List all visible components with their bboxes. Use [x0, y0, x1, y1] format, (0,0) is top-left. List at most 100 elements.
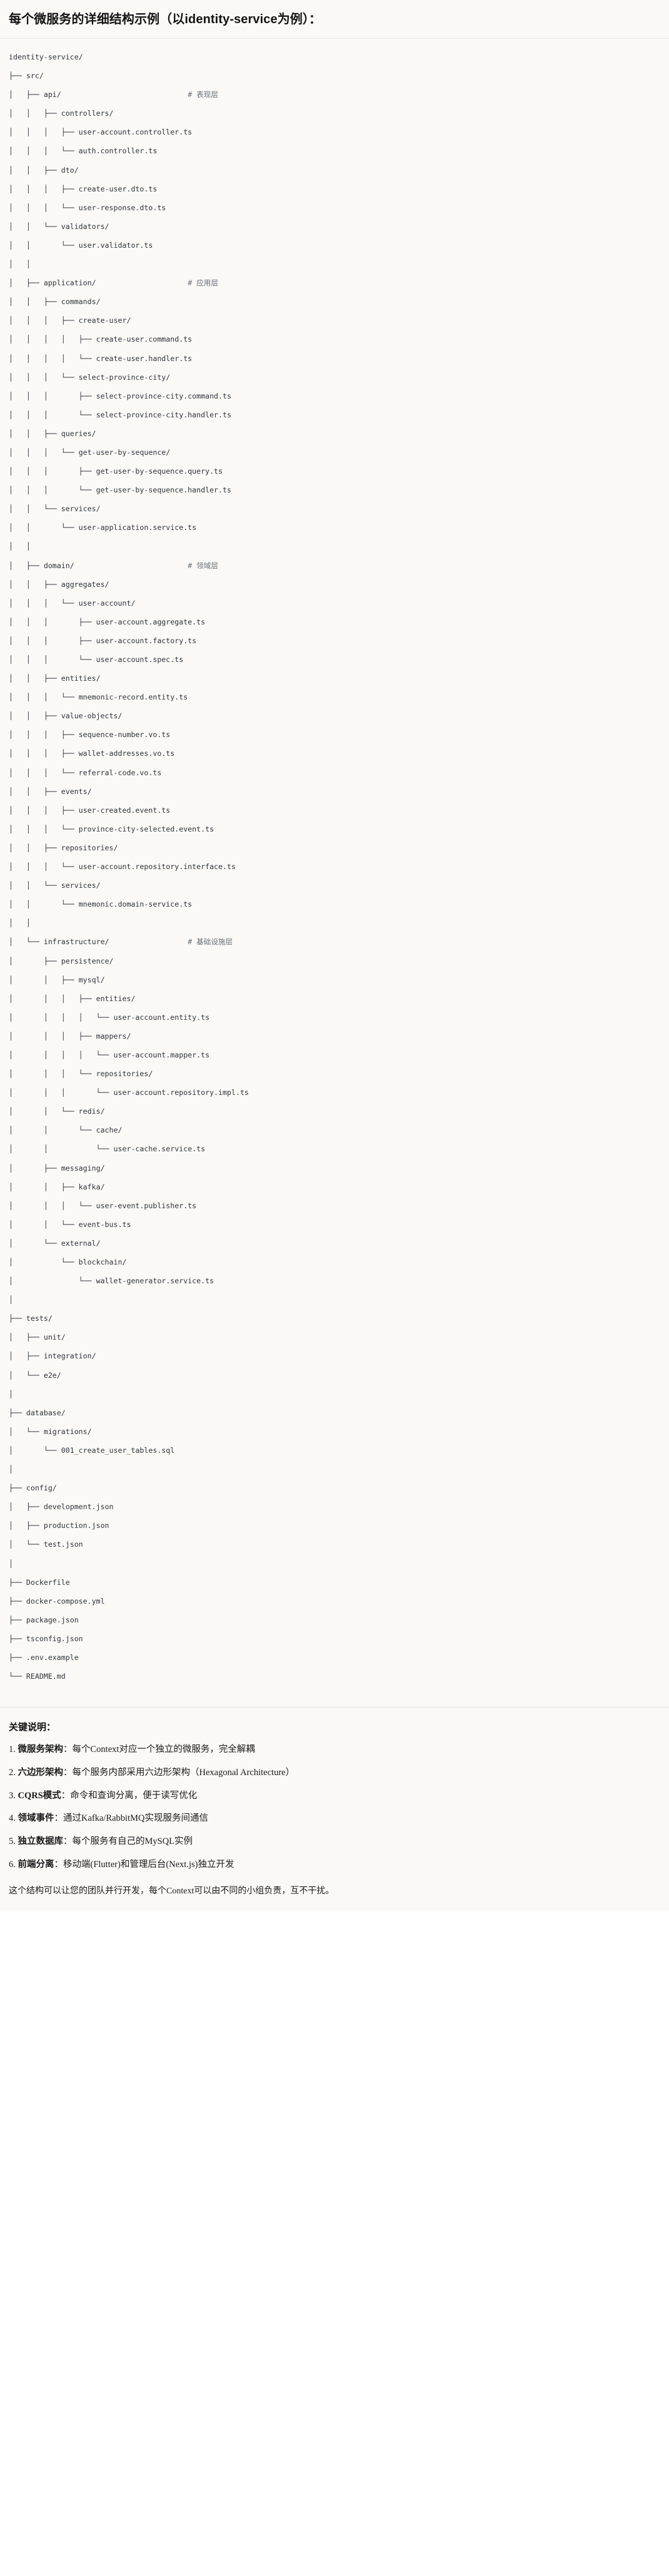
directory-tree: identity-service/ ├── src/ │ ├── api/ # … — [9, 53, 660, 1691]
tree-line-path: │ │ ├── events/ — [9, 787, 92, 796]
tree-line-path: │ │ ├── value-objects/ — [9, 711, 123, 721]
tree-line: │ └── wallet-generator.service.ts — [9, 1276, 660, 1286]
key-note-number: 3. — [9, 1790, 18, 1801]
tree-line: │ │ │ └── mnemonic-record.entity.ts — [9, 693, 660, 702]
tree-line: └── README.md — [9, 1672, 660, 1681]
tree-line-path: │ ├── production.json — [9, 1521, 109, 1530]
key-note-number: 2. — [9, 1767, 18, 1778]
tree-line-path: │ │ └── services/ — [9, 504, 101, 514]
tree-line: │ ├── development.json — [9, 1502, 660, 1512]
tree-line: │ │ │ └── get-user-by-sequence.handler.t… — [9, 486, 660, 495]
tree-line-path: ├── .env.example — [9, 1652, 79, 1662]
tree-line-path: │ — [9, 1389, 13, 1398]
tree-line: │ │ │ ├── wallet-addresses.vo.ts — [9, 749, 660, 758]
tree-line-path: │ └── e2e/ — [9, 1370, 61, 1380]
tree-line: ├── docker-compose.yml — [9, 1597, 660, 1606]
tree-line-path: │ — [9, 1559, 13, 1568]
tree-line: identity-service/ — [9, 53, 660, 62]
tree-line-path: │ │ ├── controllers/ — [9, 109, 114, 118]
key-note-term: 领域事件 — [18, 1813, 54, 1824]
tree-line: │ │ └── cache/ — [9, 1126, 660, 1135]
key-note-term: 前端分离 — [18, 1859, 54, 1870]
tree-line: │ └── 001_create_user_tables.sql — [9, 1446, 660, 1455]
key-note-number: 6. — [9, 1859, 18, 1870]
tree-line-path: │ │ │ ├── get-user-by-sequence.query.ts — [9, 467, 223, 476]
tree-line: │ │ ├── kafka/ — [9, 1183, 660, 1192]
page-root: 每个微服务的详细结构示例（以identity-service为例）： ident… — [0, 13, 669, 1896]
tree-line: │ │ ├── events/ — [9, 787, 660, 797]
tree-line-path: │ ├── api/ — [9, 90, 188, 99]
tree-line: │ └── blockchain/ — [9, 1258, 660, 1267]
tree-line-path: │ │ ├── repositories/ — [9, 843, 118, 852]
tree-line: │ │ │ └── user-event.publisher.ts — [9, 1201, 660, 1211]
tree-line: │ │ └── event-bus.ts — [9, 1220, 660, 1229]
tree-line: │ ├── integration/ — [9, 1352, 660, 1361]
tree-line-path: │ │ — [9, 260, 31, 269]
tree-line: │ ├── application/ # 应用层 — [9, 278, 660, 288]
tree-line-path: ├── docker-compose.yml — [9, 1596, 105, 1606]
tree-line-path: │ │ │ ├── mappers/ — [9, 1031, 131, 1041]
tree-line-path: │ ├── messaging/ — [9, 1163, 105, 1173]
tree-line-path: │ │ └── event-bus.ts — [9, 1219, 131, 1229]
tree-line: ├── Dockerfile — [9, 1578, 660, 1587]
key-note-description: ：每个Context对应一个独立的微服务，完全解耦 — [63, 1744, 255, 1755]
tree-line-path: ├── tests/ — [9, 1314, 53, 1323]
key-note-term: 独立数据库 — [18, 1836, 64, 1847]
tree-line: │ └── test.json — [9, 1540, 660, 1549]
tree-line: │ — [9, 1465, 660, 1474]
tree-line-path: │ — [9, 1295, 13, 1305]
tree-line-path: ├── database/ — [9, 1408, 66, 1417]
tree-line-path: │ │ │ └── user-account.repository.impl.t… — [9, 1088, 249, 1097]
tree-line: │ │ ├── value-objects/ — [9, 711, 660, 721]
tree-line: │ — [9, 1390, 660, 1399]
tree-line: │ │ └── redis/ — [9, 1107, 660, 1116]
tree-line-path: │ │ │ ├── user-account.controller.ts — [9, 128, 193, 137]
tree-line-path: ├── src/ — [9, 71, 44, 81]
tree-line-path: │ │ │ ├── entities/ — [9, 994, 136, 1003]
tree-line-path: │ ├── domain/ — [9, 561, 188, 570]
key-note-term: CQRS模式 — [18, 1790, 61, 1801]
tree-line: ├── tsconfig.json — [9, 1634, 660, 1644]
tree-line: │ │ │ └── auth.controller.ts — [9, 146, 660, 156]
tree-line: │ └── migrations/ — [9, 1427, 660, 1437]
tree-line: │ │ │ └── user-account/ — [9, 599, 660, 608]
tree-line: │ │ │ └── province-city-selected.event.t… — [9, 825, 660, 834]
tree-line: │ │ │ └── user-account.spec.ts — [9, 655, 660, 664]
key-note-description: ：每个服务内部采用六边形架构（Hexagonal Architecture） — [63, 1767, 295, 1778]
tree-line: │ │ ├── controllers/ — [9, 109, 660, 118]
tree-line-path: │ └── migrations/ — [9, 1427, 92, 1436]
tree-line-path: │ │ └── user-cache.service.ts — [9, 1144, 206, 1154]
tree-line: │ ├── unit/ — [9, 1333, 660, 1342]
tree-line-path: │ │ │ ├── user-account.factory.ts — [9, 636, 197, 645]
tree-line-path: │ │ └── cache/ — [9, 1126, 123, 1135]
tree-line: ├── .env.example — [9, 1653, 660, 1662]
key-note-description: ：移动端(Flutter)和管理后台(Next.js)独立开发 — [54, 1859, 234, 1870]
tree-line: ├── package.json — [9, 1616, 660, 1625]
tree-line: │ │ — [9, 260, 660, 269]
tree-line: ├── src/ — [9, 71, 660, 81]
tree-line: │ │ └── services/ — [9, 504, 660, 514]
tree-line-path: │ │ └── validators/ — [9, 221, 109, 231]
key-note-term: 六边形架构 — [18, 1767, 64, 1778]
tree-line: │ │ │ │ └── create-user.handler.ts — [9, 354, 660, 364]
tree-line-path: │ │ ├── aggregates/ — [9, 579, 109, 589]
tree-line-path: │ └── blockchain/ — [9, 1258, 127, 1266]
tree-line-path: │ │ — [9, 542, 31, 551]
key-note-number: 4. — [9, 1813, 18, 1824]
tree-line: │ │ │ │ └── user-account.mapper.ts — [9, 1051, 660, 1060]
tree-line-path: │ │ │ ├── select-province-city.command.t… — [9, 391, 231, 400]
tree-line-path: │ ├── application/ — [9, 278, 188, 288]
tree-line: │ │ — [9, 542, 660, 551]
tree-line-path: │ ├── unit/ — [9, 1333, 66, 1342]
tree-line: │ └── e2e/ — [9, 1371, 660, 1380]
tree-line-path: ├── tsconfig.json — [9, 1634, 83, 1643]
tree-line: │ │ │ └── user-account.repository.interf… — [9, 862, 660, 872]
tree-line: │ │ │ ├── create-user/ — [9, 316, 660, 325]
key-note-number: 5. — [9, 1836, 18, 1847]
tree-line-path: │ │ │ └── user-account.repository.interf… — [9, 862, 236, 872]
tree-line-path: │ │ │ ├── sequence-number.vo.ts — [9, 730, 171, 740]
tree-line-path: │ │ │ ├── user-account.aggregate.ts — [9, 617, 206, 626]
tree-line-path: │ │ │ ├── create-user/ — [9, 316, 131, 325]
tree-line: │ │ └── mnemonic.domain-service.ts — [9, 900, 660, 909]
tree-line: │ ├── persistence/ — [9, 957, 660, 966]
